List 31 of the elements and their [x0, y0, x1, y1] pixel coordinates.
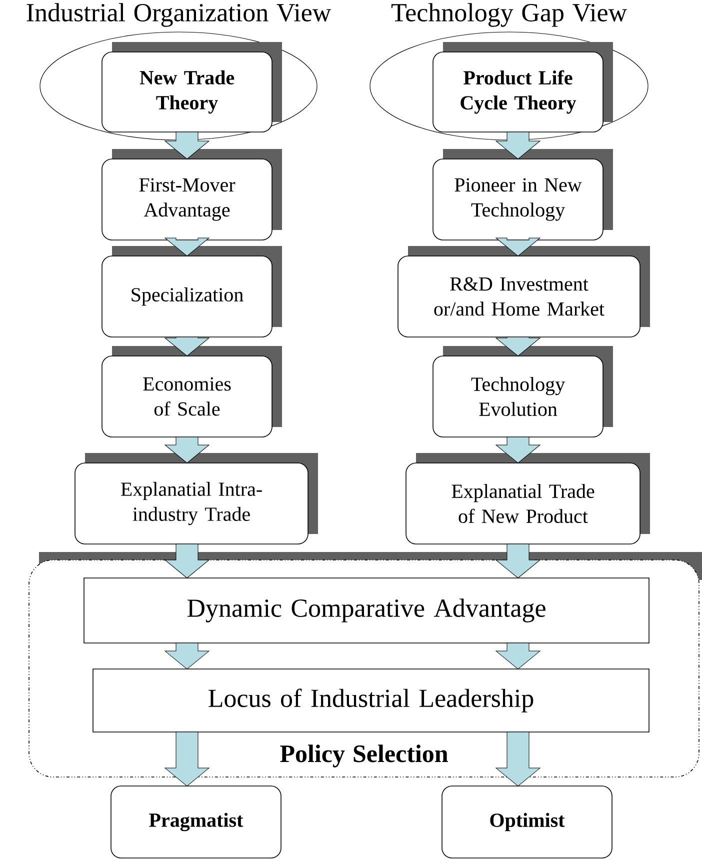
block-arrow [164, 732, 210, 786]
process-box: Explanatial Trade of New Product [406, 453, 650, 544]
node-label: Technology Gap View [391, 3, 627, 27]
node-label: Policy Selection [280, 744, 448, 768]
block-arrow [496, 544, 540, 578]
block-arrow [496, 336, 540, 356]
block-arrow [496, 642, 540, 670]
process-box: Technology Evolution [432, 346, 613, 438]
block-arrow [496, 132, 540, 160]
block-arrow [164, 238, 210, 256]
process-box: Explanatial Intra-industry Trade [74, 453, 318, 544]
stage-box: Locus of Industrial Leadership [92, 668, 650, 732]
block-arrow [496, 436, 540, 464]
process-box: Economies of Scale [102, 346, 282, 438]
stage-box: Dynamic Comparative Advantage [84, 578, 650, 644]
block-arrow [164, 436, 210, 464]
block-arrow [496, 238, 540, 256]
process-box: Optimist [442, 786, 612, 858]
node-label: Industrial Organization View [26, 3, 332, 27]
process-box: R&D Investment or/and Home Market [398, 246, 650, 338]
block-arrow [164, 544, 210, 578]
block-arrow [164, 336, 210, 356]
process-box: Product Life Cycle Theory [432, 42, 613, 132]
block-arrow [496, 732, 540, 786]
process-box: Pragmatist [110, 786, 282, 858]
process-box: Specialization [102, 246, 282, 338]
block-arrow [164, 132, 210, 160]
block-arrow [164, 642, 210, 670]
process-box: First-Mover Advantage [102, 149, 282, 240]
process-box: Pioneer in New Technology [432, 149, 613, 240]
process-box: New Trade Theory [102, 42, 282, 132]
